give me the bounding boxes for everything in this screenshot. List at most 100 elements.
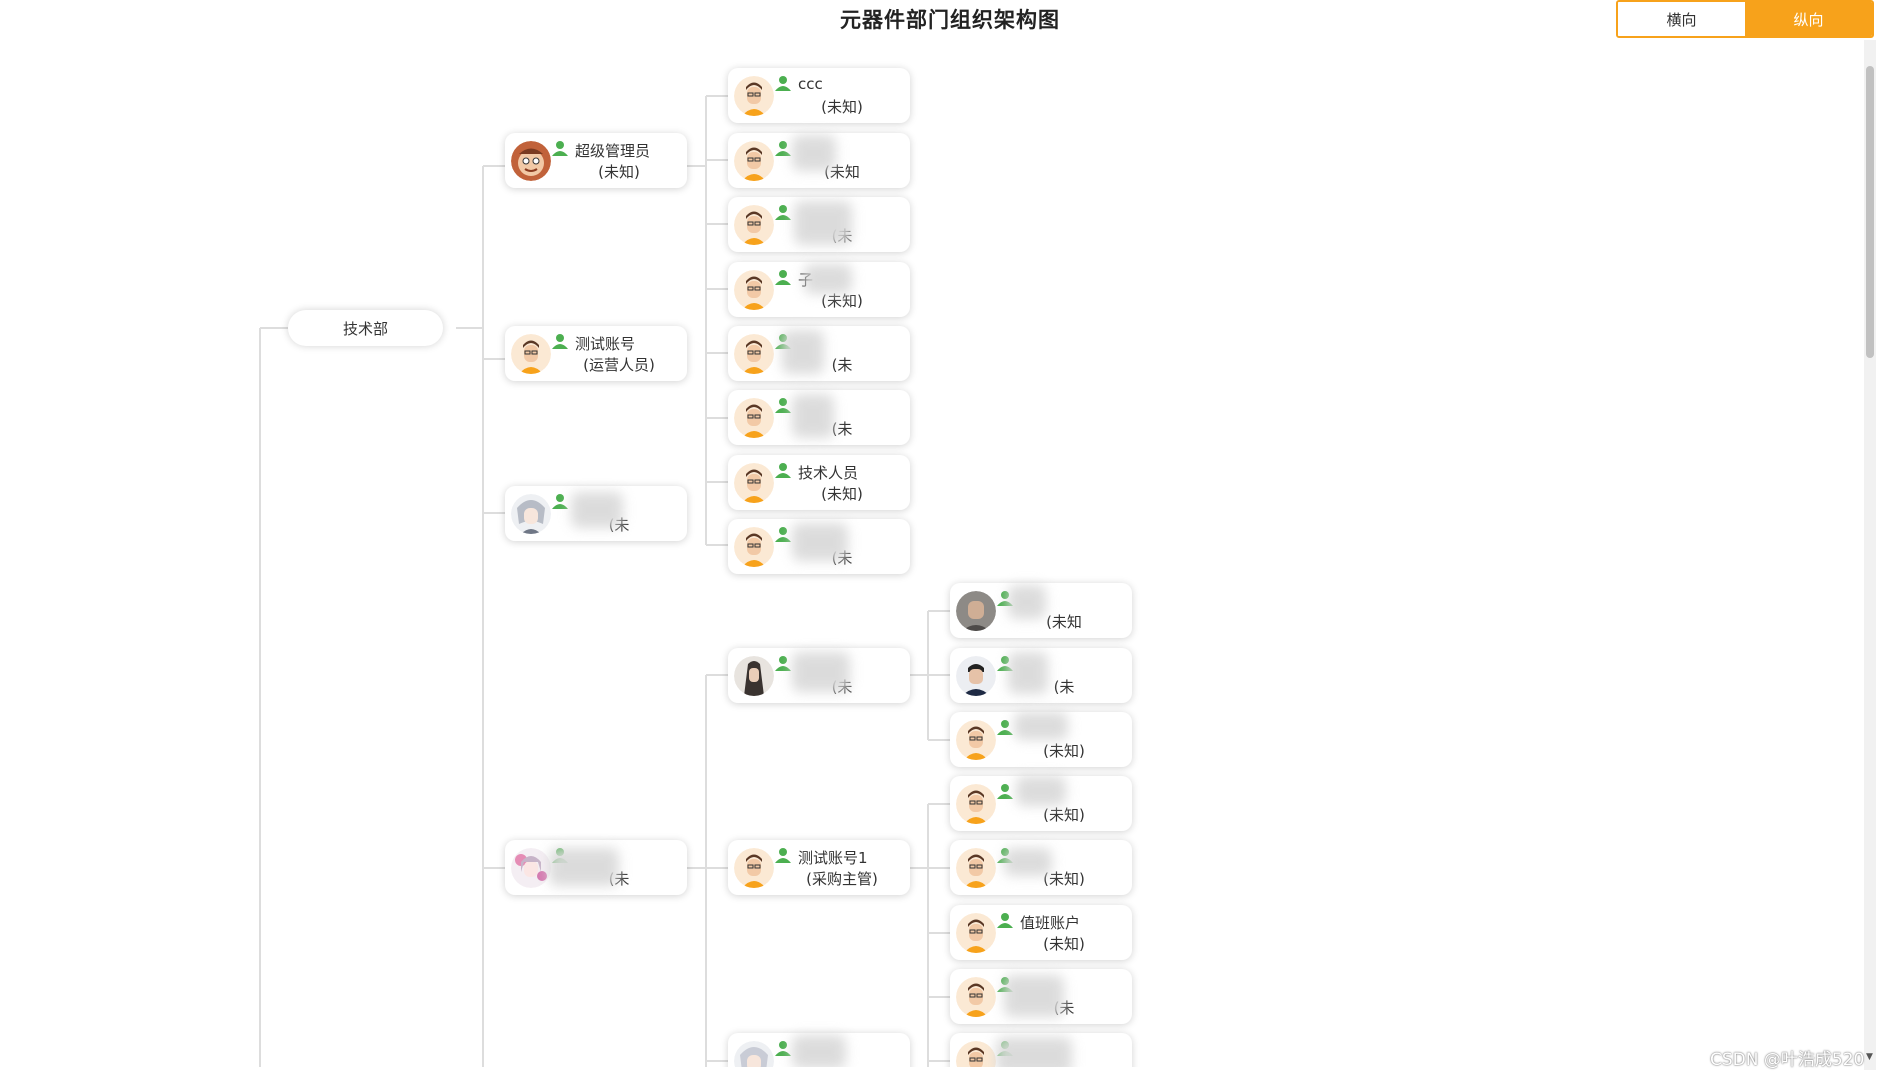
user-icon: [774, 75, 792, 95]
member-node[interactable]: 测试账号 (运营人员): [505, 326, 687, 381]
blurred-name: [792, 652, 850, 692]
blurred-name: [1004, 975, 1064, 1017]
member-node[interactable]: ccc (未知): [728, 68, 910, 123]
member-node[interactable]: 超级管理员 (未知): [505, 133, 687, 188]
member-role: (未知): [1043, 870, 1085, 888]
blurred-name: [792, 1035, 846, 1067]
blurred-name: [794, 201, 852, 245]
orientation-vertical-button[interactable]: 纵向: [1745, 2, 1872, 36]
watermark: CSDN @叶浩成520: [1710, 1050, 1865, 1070]
blurred-name: [1008, 585, 1046, 619]
photo-avatar: [734, 656, 774, 696]
default-user-avatar: [734, 463, 774, 503]
member-node[interactable]: (未: [728, 326, 910, 381]
member-node[interactable]: (未知): [950, 712, 1132, 767]
user-icon: [774, 397, 792, 417]
scrollbar-thumb[interactable]: [1866, 66, 1874, 358]
photo-avatar: [956, 656, 996, 696]
member-role: (运营人员): [583, 356, 655, 374]
member-role: (未知): [821, 98, 863, 116]
department-node[interactable]: 技术部: [288, 310, 443, 346]
default-user-avatar: [956, 720, 996, 760]
member-role: (未知): [821, 292, 863, 310]
user-icon: [996, 912, 1014, 932]
member-node[interactable]: 值班账户 (未知): [950, 905, 1132, 960]
member-node[interactable]: 技术人员 (未知): [728, 455, 910, 510]
member-node[interactable]: (未知): [950, 840, 1132, 895]
member-role: (未知): [598, 163, 640, 181]
user-icon: [774, 655, 792, 675]
blurred-name: [792, 523, 848, 561]
orientation-horizontal-button[interactable]: 横向: [1618, 2, 1745, 36]
member-role: (未知: [1046, 613, 1082, 631]
member-node[interactable]: (未知): [950, 776, 1132, 831]
member-node[interactable]: (未: [728, 519, 910, 574]
member-node[interactable]: (未: [728, 648, 910, 703]
member-node[interactable]: 测试账号1 (采购主管): [728, 840, 910, 895]
orientation-toggle: 横向 纵向: [1616, 0, 1874, 38]
default-user-avatar: [956, 977, 996, 1017]
photo-avatar: [956, 591, 996, 631]
user-icon: [774, 847, 792, 867]
member-node[interactable]: [728, 1033, 910, 1067]
member-role: (未知): [821, 485, 863, 503]
default-user-avatar: [734, 527, 774, 567]
member-name: ccc: [798, 75, 823, 93]
blurred-name: [1004, 848, 1052, 876]
blurred-name: [1014, 712, 1068, 740]
anime-avatar: [734, 1041, 774, 1067]
user-icon: [774, 462, 792, 482]
member-role: (未: [831, 420, 853, 438]
user-icon: [551, 333, 569, 353]
default-user-avatar: [956, 913, 996, 953]
anime-girl-avatar: [511, 848, 551, 888]
default-user-avatar: [734, 848, 774, 888]
vertical-scrollbar[interactable]: [1864, 40, 1876, 1070]
anime-avatar: [511, 494, 551, 534]
member-role: (未知): [1043, 742, 1085, 760]
member-node[interactable]: (未: [728, 390, 910, 445]
user-icon: [774, 204, 792, 224]
scroll-down-arrow-icon[interactable]: ▼: [1866, 1052, 1873, 1062]
default-user-avatar: [956, 848, 996, 888]
blurred-name: [996, 1037, 1072, 1067]
user-icon: [996, 783, 1014, 803]
user-icon: [774, 526, 792, 546]
blurred-name: [1008, 652, 1048, 694]
user-icon: [774, 140, 792, 160]
member-node[interactable]: (未: [505, 486, 687, 541]
blurred-name: [549, 848, 619, 886]
member-role: (未: [1053, 678, 1075, 696]
member-node[interactable]: 子 (未知): [728, 262, 910, 317]
member-node[interactable]: [950, 1033, 1132, 1067]
member-name: 技术人员: [798, 464, 859, 482]
user-icon: [551, 140, 569, 160]
member-name: 超级管理员: [575, 142, 651, 160]
cartoon-face-avatar: [511, 141, 551, 181]
blurred-name: [782, 330, 824, 374]
default-user-avatar: [734, 334, 774, 374]
member-role: (未知): [1043, 935, 1085, 953]
member-node[interactable]: (未: [505, 840, 687, 895]
page-title: 元器件部门组织架构图: [840, 8, 1060, 32]
default-user-avatar: [956, 784, 996, 824]
member-node[interactable]: (未知: [950, 583, 1132, 638]
blurred-name: [792, 394, 834, 438]
default-user-avatar: [734, 76, 774, 116]
default-user-avatar: [734, 398, 774, 438]
blurred-name: [1016, 776, 1066, 806]
default-user-avatar: [734, 270, 774, 310]
user-icon: [774, 1040, 792, 1060]
member-name: 值班账户: [1020, 914, 1081, 932]
member-role: (未: [831, 356, 853, 374]
user-icon: [996, 719, 1014, 739]
member-node[interactable]: (未知: [728, 133, 910, 188]
default-user-avatar: [734, 141, 774, 181]
member-name: 测试账号: [575, 335, 636, 353]
member-node[interactable]: (未: [728, 197, 910, 252]
blurred-name: [804, 264, 852, 294]
member-node[interactable]: (未: [950, 648, 1132, 703]
member-node[interactable]: (未: [950, 969, 1132, 1024]
